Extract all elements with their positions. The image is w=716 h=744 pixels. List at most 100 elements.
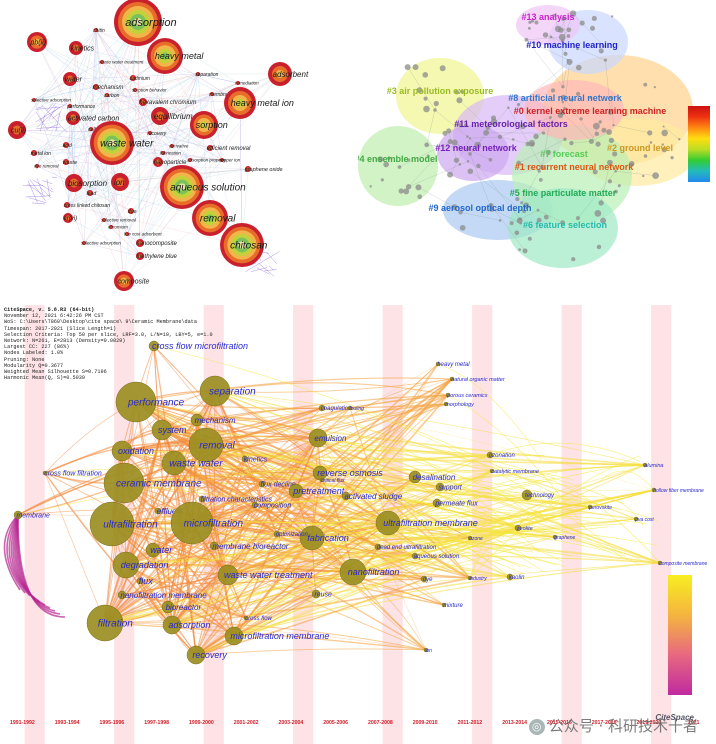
cluster-label: #12 neural network [435,143,518,153]
cluster-link [426,144,469,149]
keyword-label: removal [200,214,236,225]
timeline-link [104,429,163,624]
year-band [651,305,672,744]
keyword-link [101,61,205,126]
cluster-link [459,100,488,128]
keyword-node-ring [134,18,142,26]
cluster-node [528,20,532,24]
keyword-node: dye [420,575,433,583]
keyword-node: waste [63,159,77,166]
cluster-link [454,142,471,155]
keyword-label: catalytic membrane [491,469,539,475]
keyword-node-circle [198,495,206,503]
keyword-label: kinetics [244,456,268,463]
cluster-node [610,15,614,18]
keyword-node: sorption behavior [132,88,167,93]
cluster-link [426,110,436,145]
cluster-link [600,162,611,203]
keyword-node: reuse [311,589,332,598]
keyword-node: water [145,542,173,558]
keyword-node: aqueous solution [160,165,246,209]
cluster-link [526,39,564,87]
keyword-node-ring [126,233,128,235]
cluster-node [643,82,648,87]
timeline-link [125,518,637,566]
cluster-node [579,117,583,121]
timeline-link [447,394,587,531]
keyword-node: chitin [93,28,105,34]
cluster-label: #8 artificial neural network [508,93,623,103]
keyword-node-ring [36,165,38,167]
keyword-node: porous ceramics [445,392,488,399]
keyword-node: dye [128,208,137,215]
cluster-node [466,160,470,163]
timeline-link [153,345,575,505]
cluster-link [562,37,564,87]
keyword-link [67,217,141,257]
timeline-link [125,363,439,566]
keyword-label: kinetics [71,45,95,52]
keyword-link [256,267,270,275]
info-line: Largest CC: 227 (86%) [4,344,70,351]
keyword-node: lead [87,190,96,197]
keyword-node-circle [243,615,249,621]
keyword-node-ring [64,143,68,147]
keyword-node-circle [145,542,161,558]
timeline-link [598,470,655,491]
keyword-link [111,102,241,144]
keyword-label: fouling [349,406,364,412]
keyword-node-circle [435,482,445,492]
keyword-label: composition [254,502,291,509]
keyword-node-ring [131,76,135,80]
timeline-link [311,514,647,539]
keyword-link [139,73,199,244]
timeline-link [233,576,511,637]
keyword-label: cross linked chitosan [64,203,111,209]
keyword-node: metal ion [31,150,51,157]
keyword-node: derivative [169,144,189,149]
keyword-label: copper ion [219,158,241,163]
keyword-link [26,183,46,197]
cluster-color-legend [688,106,710,182]
keyword-link [46,123,59,130]
keyword-label: reverse osmosis [317,468,383,478]
keyword-node-circle [318,404,326,412]
cluster-node [527,236,532,241]
keyword-link [50,187,54,191]
timeline-link [161,429,313,539]
keyword-label: nanofiltration membrane [120,591,207,600]
cluster-node [652,172,660,180]
year-color-legend [668,575,692,695]
keyword-label: graphene oxide [245,167,283,173]
cluster-node [539,164,545,170]
keyword-link [66,181,121,206]
keyword-node: hexavalent chromium [139,98,196,106]
keyword-label: separation [209,387,256,398]
cluster-node [467,168,474,175]
cluster-link [521,171,540,203]
keyword-node-ring [69,114,77,122]
keyword-node: hollow fiber membrane [651,487,704,494]
keyword-label: ion [114,178,125,187]
keyword-label: performance [127,398,185,409]
cluster-node [563,106,566,110]
cluster-node [387,156,391,160]
keyword-link [65,144,125,282]
keyword-link [266,252,277,265]
cluster-node [454,90,460,95]
keyword-link [16,117,74,131]
keyword-label: pretreatment [292,486,345,496]
cluster-node [407,158,411,162]
cluster-node [579,20,585,26]
cluster-node [447,171,454,178]
timeline-link [423,554,511,580]
keyword-node-ring [237,82,239,84]
keyword-node: dead end ultrafiltration [374,543,437,551]
keyword-link [39,115,46,132]
cluster-node [490,115,497,121]
keyword-link [90,101,144,130]
keyword-node: adsorption [162,615,210,635]
cluster-node [488,157,493,162]
keyword-link [27,180,38,203]
cluster-node [653,85,656,89]
